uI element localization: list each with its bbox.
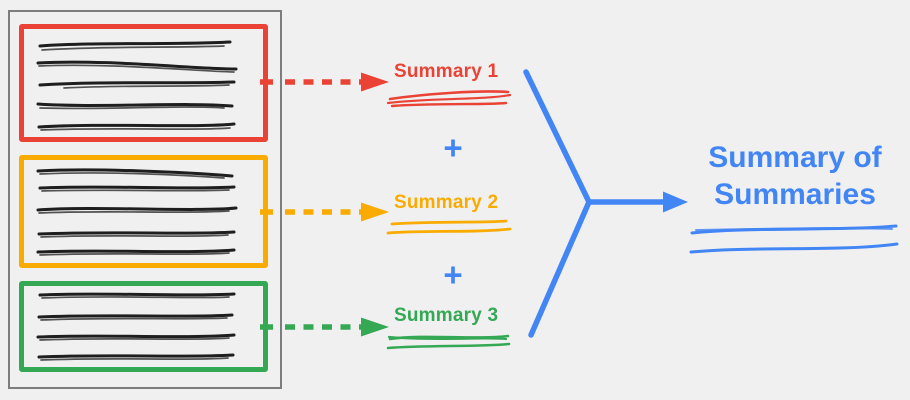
plus-operator-1: +: [443, 129, 463, 166]
merge-arrow-icon: [523, 69, 688, 338]
chunk-1-dashed-arrow-icon: [260, 72, 389, 92]
summary-1-label: Summary 1: [394, 61, 499, 82]
final-summary-line-1: Summary of: [708, 141, 882, 174]
chunk-3-dashed-arrow-icon: [260, 317, 389, 337]
summary-3-label: Summary 3: [394, 305, 499, 326]
chunk-3-text-scribble-lines: [36, 292, 236, 361]
final-summary-line-2: Summaries: [714, 178, 876, 211]
source-document-panel: [8, 10, 282, 389]
chunk-2-dashed-arrow-icon: [260, 202, 389, 222]
plus-operator-2: +: [443, 256, 463, 293]
chunk-2-text-scribble-lines: [36, 168, 238, 256]
summary-2-scribble-lines: [386, 219, 512, 235]
document-chunk-2: [19, 155, 268, 268]
summary-2-label: Summary 2: [394, 192, 499, 213]
summary-3-scribble-lines: [386, 334, 511, 350]
summary-1-scribble-lines: [386, 90, 512, 108]
chunk-1-text-scribble-lines: [36, 40, 238, 131]
document-chunk-1: [19, 24, 268, 142]
final-summary-scribble-lines: [689, 224, 899, 254]
final-summary-title: Summary of Summaries: [688, 139, 902, 213]
document-chunk-3: [19, 281, 268, 372]
